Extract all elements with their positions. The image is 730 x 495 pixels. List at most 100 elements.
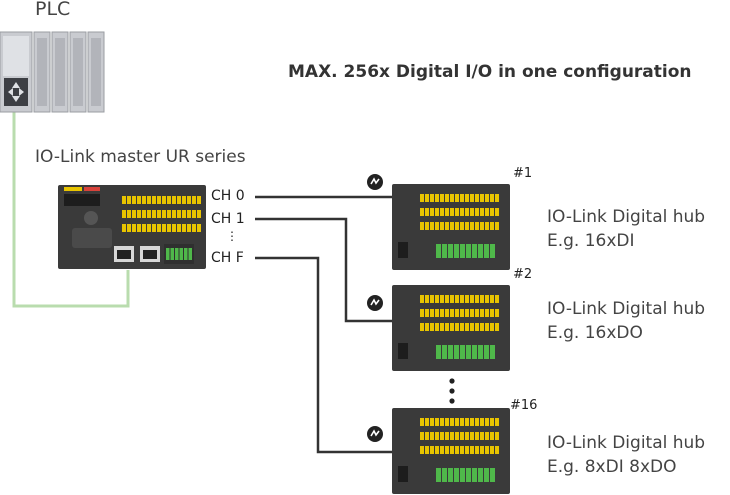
terminal-pin: [440, 208, 444, 216]
terminal-pin: [475, 432, 479, 440]
hub-number-2: #2: [513, 267, 533, 282]
hub-1-io: E.g. 16xDI: [547, 231, 635, 251]
terminal-pin: [450, 446, 454, 454]
terminal-pin: [495, 446, 499, 454]
terminal-pin: [430, 222, 434, 230]
terminal-pin: [435, 295, 439, 303]
terminal-pin: [430, 194, 434, 202]
terminal-pin: [147, 224, 151, 232]
terminal-pin: [480, 222, 484, 230]
terminal-pin: [430, 432, 434, 440]
terminal-pin: [495, 418, 499, 426]
ethernet-cable: [12, 110, 130, 308]
terminal-pin: [430, 309, 434, 317]
terminal-pin: [465, 432, 469, 440]
terminal-pin: [465, 208, 469, 216]
iolink-master-label: IO-Link master UR series: [35, 147, 246, 167]
terminal-pin: [480, 432, 484, 440]
terminal-pin: [455, 309, 459, 317]
terminal-pin: [495, 194, 499, 202]
terminal-pin: [450, 432, 454, 440]
terminal-pin: [188, 248, 192, 260]
iolink-icon: [367, 174, 383, 190]
terminal-pin: [472, 345, 477, 359]
terminal-pin: [420, 418, 424, 426]
hub-continuation-dot: [449, 398, 455, 404]
terminal-pin: [162, 224, 166, 232]
terminal-pin: [465, 194, 469, 202]
terminal-pin: [420, 208, 424, 216]
terminal-pin: [470, 222, 474, 230]
terminal-pin: [420, 309, 424, 317]
terminal-pin: [495, 309, 499, 317]
terminal-pin: [147, 196, 151, 204]
hub-2-type: IO-Link Digital hub: [547, 299, 706, 319]
terminal-pin: [485, 309, 489, 317]
plc-icon: [0, 31, 105, 113]
terminal-pin: [172, 196, 176, 204]
iolink-icon: [367, 295, 383, 311]
terminal-pin: [435, 432, 439, 440]
terminal-pin: [470, 432, 474, 440]
hub-number-16: #16: [510, 398, 538, 413]
terminal-pin: [485, 446, 489, 454]
terminal-pin: [460, 222, 464, 230]
terminal-pin: [420, 295, 424, 303]
terminal-pin: [485, 323, 489, 331]
terminal-pin: [132, 196, 136, 204]
terminal-pin: [475, 309, 479, 317]
terminal-pin: [197, 224, 201, 232]
terminal-pin: [454, 468, 459, 482]
terminal-pin: [485, 295, 489, 303]
terminal-pin: [484, 468, 489, 482]
terminal-pin: [425, 295, 429, 303]
terminal-pin: [147, 210, 151, 218]
terminal-pin: [445, 208, 449, 216]
terminal-pin: [460, 194, 464, 202]
terminal-pin: [122, 210, 126, 218]
terminal-pin: [157, 196, 161, 204]
terminal-pin: [132, 210, 136, 218]
terminal-pin: [495, 295, 499, 303]
terminal-pin: [472, 468, 477, 482]
terminal-pin: [460, 446, 464, 454]
terminal-pin: [430, 446, 434, 454]
terminal-pin: [485, 222, 489, 230]
hub-1-description: IO-Link Digital hub E.g. 16xDI: [547, 205, 705, 253]
terminal-pin: [495, 323, 499, 331]
terminal-pin: [470, 309, 474, 317]
terminal-pin: [425, 194, 429, 202]
terminal-pin: [187, 224, 191, 232]
terminal-pin: [435, 194, 439, 202]
terminal-pin: [480, 446, 484, 454]
terminal-pin: [470, 194, 474, 202]
terminal-pin: [425, 309, 429, 317]
terminal-pin: [485, 432, 489, 440]
iolink-icon: [367, 426, 383, 442]
terminal-pin: [484, 345, 489, 359]
terminal-pin: [490, 418, 494, 426]
hub-connector: [398, 343, 408, 359]
terminal-pin: [490, 446, 494, 454]
terminal-pin: [442, 468, 447, 482]
terminal-pin: [182, 196, 186, 204]
terminal-pin: [448, 345, 453, 359]
hub-1-type: IO-Link Digital hub: [547, 207, 706, 227]
terminal-pin: [445, 309, 449, 317]
terminal-pin: [187, 196, 191, 204]
terminal-pin: [470, 446, 474, 454]
channel-label-ch1: CH 1: [211, 211, 245, 227]
terminal-pin: [466, 345, 471, 359]
terminal-pin: [490, 208, 494, 216]
terminal-pin: [142, 210, 146, 218]
terminal-pin: [440, 295, 444, 303]
terminal-pin: [440, 194, 444, 202]
terminal-pin: [455, 418, 459, 426]
terminal-pin: [192, 224, 196, 232]
terminal-pin: [430, 418, 434, 426]
terminal-pin: [495, 222, 499, 230]
terminal-pin: [475, 222, 479, 230]
terminal-pin: [480, 418, 484, 426]
terminal-pin: [460, 244, 465, 258]
terminal-pin: [167, 196, 171, 204]
